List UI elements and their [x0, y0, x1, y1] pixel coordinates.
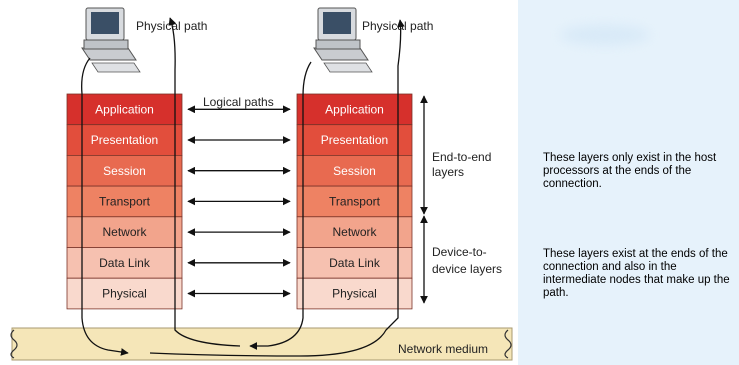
layer-label-left: Physical — [102, 287, 147, 301]
layer-label-left: Session — [103, 164, 146, 178]
network-medium-band — [11, 327, 513, 361]
layer-box-left — [66, 124, 183, 156]
layer-label-left: Transport — [99, 194, 151, 208]
layer-box-left — [66, 277, 183, 310]
network-medium: Network medium — [10, 327, 513, 361]
layer-stack-left: ApplicationPresentationSessionTransportN… — [66, 93, 183, 310]
layer-box-left — [66, 154, 183, 187]
layer-box-left — [66, 216, 183, 248]
computer-icon — [81, 7, 141, 73]
layer-label-left: Application — [95, 102, 154, 116]
layer-label-left: Data Link — [99, 256, 151, 270]
physical-path-right-up — [149, 19, 405, 357]
layer-box-right — [296, 247, 413, 279]
layer-box-right — [296, 154, 413, 187]
physical-path-label-right: Physical path — [362, 19, 433, 33]
logical-path-arrows — [187, 105, 291, 298]
layer-box-right — [296, 277, 413, 310]
device-to-device-label-line2: device layers — [432, 262, 502, 276]
layer-label-left: Presentation — [91, 133, 158, 147]
layer-label-right: Network — [332, 225, 377, 239]
background-decoration — [560, 25, 650, 45]
layer-label-left: Network — [102, 225, 147, 239]
device-to-device-note: These layers exist at the ends of the co… — [543, 248, 730, 299]
device-to-device-label-line1: Device-to- — [432, 245, 487, 259]
physical-path-left-up — [168, 17, 241, 347]
layer-box-left — [66, 247, 183, 279]
physical-path-left-down — [81, 57, 129, 356]
layer-box-right — [296, 216, 413, 248]
layer-label-right: Presentation — [321, 133, 388, 147]
physical-path-lines — [81, 17, 405, 357]
osi-diagram: Network medium Physical path Physical pa… — [10, 7, 513, 361]
logical-paths-label: Logical paths — [203, 95, 274, 109]
layer-box-right — [296, 93, 413, 126]
end-to-end-note: These layers only exist in the host proc… — [543, 152, 717, 190]
layer-box-right — [296, 124, 413, 156]
layer-label-right: Application — [325, 102, 384, 116]
wavy-edge-right — [504, 329, 512, 359]
network-medium-label: Network medium — [398, 342, 488, 356]
wavy-edge-left — [10, 329, 18, 359]
layer-stack-right: ApplicationPresentationSessionTransportN… — [296, 93, 413, 310]
end-to-end-label-line2: layers — [432, 165, 464, 179]
layer-label-right: Transport — [329, 194, 381, 208]
physical-path-right-down — [249, 61, 312, 350]
layer-label-right: Physical — [332, 287, 377, 301]
layer-box-left — [66, 185, 183, 218]
layer-label-right: Data Link — [329, 256, 381, 270]
computer-icon — [313, 7, 373, 73]
end-to-end-label-line1: End-to-end — [432, 150, 491, 164]
layer-label-right: Session — [333, 164, 376, 178]
layer-box-right — [296, 185, 413, 218]
